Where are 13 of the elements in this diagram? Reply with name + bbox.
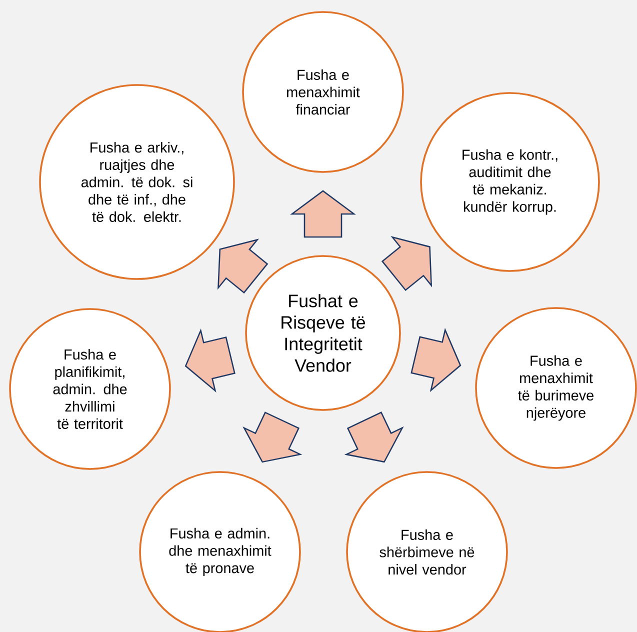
circle-node: Fusha e planifikimit, admin. dhe zhvillimi të territorit	[9, 308, 171, 470]
circle-node: Fusha e menaxhimit financiar	[242, 11, 404, 173]
circle-node: Fusha e shërbimeve në nivel vendor	[346, 471, 508, 632]
circle-node: Fushat e Risqeve të Integritetit Vendor	[245, 255, 401, 411]
circle-node: Fusha e menaxhimit të burimeve njerëyore	[475, 307, 637, 469]
block-arrow	[242, 412, 302, 463]
block-arrow	[344, 412, 404, 463]
circle-node: Fusha e arkiv., ruajtjes dhe admin. të dok. si dhe të inf., dhe të dok. elektr.	[39, 84, 235, 280]
block-arrow	[184, 328, 236, 393]
circle-node: Fusha e admin. dhe menaxhimit të pronave	[139, 471, 301, 632]
block-arrow	[290, 190, 356, 238]
block-arrow	[410, 328, 462, 392]
circle-node: Fusha e kontr., auditimit dhe të mekaniz. kundër korrup.	[420, 92, 600, 272]
